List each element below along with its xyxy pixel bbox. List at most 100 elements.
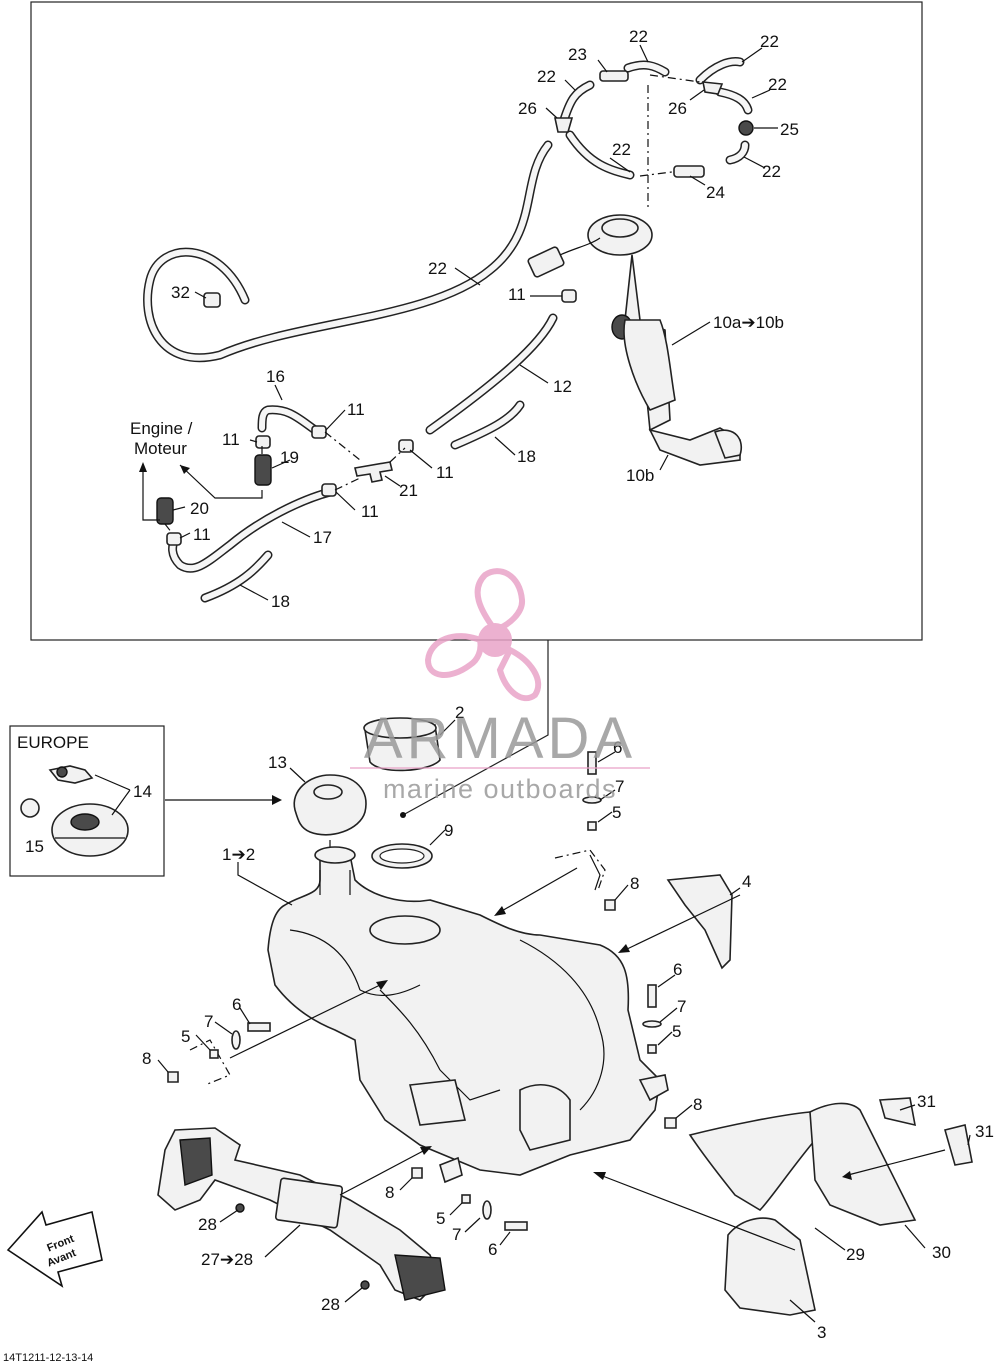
callout-labels: 22 22 2 3 22 22 26 26 25 22 22 24 22 32 1… bbox=[3, 27, 994, 1364]
washer-7d bbox=[482, 1200, 492, 1220]
bolt-6c bbox=[247, 1022, 271, 1032]
callout-20: 20 bbox=[190, 499, 209, 518]
clamp-11e bbox=[321, 483, 337, 497]
callout-14: 14 bbox=[133, 782, 152, 801]
hardware-right bbox=[642, 984, 677, 1129]
tee-connector-21 bbox=[354, 461, 393, 483]
callout-28b: 28 bbox=[321, 1295, 340, 1314]
check-valve-24 bbox=[673, 165, 705, 178]
callout-8d: 8 bbox=[385, 1183, 394, 1202]
callout-26b: 26 bbox=[668, 99, 687, 118]
tee-fitting-26b bbox=[702, 81, 724, 95]
nut-8b bbox=[664, 1117, 677, 1129]
callout-8c: 8 bbox=[142, 1049, 151, 1068]
armada-watermark: ARMADA marine outboards bbox=[350, 568, 650, 804]
bolt-6a bbox=[587, 751, 597, 775]
callout-18a: 18 bbox=[517, 447, 536, 466]
protective-cover-3 bbox=[724, 1217, 816, 1316]
gasket-9 bbox=[371, 843, 433, 869]
callout-22b: 22 bbox=[760, 32, 779, 51]
callout-22e: 22 bbox=[612, 140, 631, 159]
washer-7b bbox=[642, 1020, 662, 1028]
callout-6b: 6 bbox=[673, 960, 682, 979]
electrical-connector bbox=[527, 246, 565, 278]
callout-5b: 5 bbox=[672, 1022, 681, 1041]
lock-ring-2 bbox=[363, 717, 441, 772]
callout-31a: 31 bbox=[917, 1092, 936, 1111]
bolt-6d bbox=[504, 1221, 528, 1231]
engine-label-line2: Moteur bbox=[134, 439, 187, 458]
callout-6d: 6 bbox=[488, 1240, 497, 1259]
callout-8a: 8 bbox=[630, 874, 639, 893]
callout-11c: 11 bbox=[436, 463, 454, 482]
propeller-logo bbox=[424, 568, 542, 702]
callout-21: 21 bbox=[399, 481, 418, 500]
heat-shield-4 bbox=[666, 874, 733, 970]
callout-22g: 22 bbox=[428, 259, 447, 278]
hardware-left bbox=[167, 980, 388, 1086]
skid-plate-30 bbox=[809, 1102, 917, 1226]
callout-27-28: 27➔28 bbox=[201, 1250, 253, 1269]
supply-hose-assembly bbox=[156, 289, 577, 603]
support-bracket-27 bbox=[157, 1127, 446, 1301]
callout-11d: 11 bbox=[222, 430, 240, 449]
clamp-32 bbox=[203, 292, 221, 308]
callout-2: 2 bbox=[455, 703, 464, 722]
watermark-tagline: marine outboards bbox=[383, 774, 617, 804]
callout-25: 25 bbox=[780, 120, 799, 139]
callout-6a: 6 bbox=[613, 738, 622, 757]
callout-4: 4 bbox=[742, 872, 751, 891]
tee-fitting-26 bbox=[554, 117, 574, 133]
nut-28b bbox=[360, 1280, 370, 1290]
clamp-11a bbox=[561, 289, 577, 303]
callout-22f: 22 bbox=[762, 162, 781, 181]
europe-label: EUROPE bbox=[17, 733, 89, 752]
bolt-6b bbox=[647, 984, 657, 1008]
callout-15: 15 bbox=[25, 837, 44, 856]
callout-11b: 11 bbox=[347, 400, 365, 419]
pad-31b bbox=[944, 1124, 973, 1166]
callout-19: 19 bbox=[280, 448, 299, 467]
engine-label-line1: Engine / bbox=[130, 419, 193, 438]
clamp-11c bbox=[398, 439, 414, 453]
callout-11e: 11 bbox=[361, 502, 379, 521]
callout-28a: 28 bbox=[198, 1215, 217, 1234]
quick-connector-19 bbox=[254, 454, 272, 486]
spacer-5a bbox=[587, 821, 597, 831]
callout-32: 32 bbox=[171, 283, 190, 302]
callout-leaders bbox=[157, 44, 971, 1323]
callout-31b: 31 bbox=[975, 1122, 994, 1141]
nut-8c bbox=[167, 1071, 179, 1083]
drawing-reference-code: 14T1211-12-13-14 bbox=[3, 1352, 93, 1364]
fuel-tank-1 bbox=[267, 846, 669, 1176]
callout-18b: 18 bbox=[271, 592, 290, 611]
skid-plate-29 bbox=[688, 1111, 816, 1212]
fuel-pump-module bbox=[527, 214, 742, 466]
callout-1-2: 1➔2 bbox=[222, 845, 255, 864]
rollover-valve-25 bbox=[738, 120, 754, 136]
callout-8b: 8 bbox=[693, 1095, 702, 1114]
spacer-5c bbox=[209, 1049, 219, 1059]
callout-16: 16 bbox=[266, 367, 285, 386]
europe-inset bbox=[9, 725, 282, 877]
callout-7d: 7 bbox=[452, 1225, 461, 1244]
callout-11a: 11 bbox=[508, 285, 526, 304]
callout-26a: 26 bbox=[518, 99, 537, 118]
callout-7b: 7 bbox=[677, 997, 686, 1016]
callout-11f: 11 bbox=[193, 525, 211, 544]
callout-22a: 22 bbox=[629, 27, 648, 46]
callout-5c: 5 bbox=[181, 1027, 190, 1046]
spacer-5d bbox=[461, 1194, 471, 1204]
callout-24: 24 bbox=[706, 183, 725, 202]
hardware-bottom bbox=[411, 1156, 528, 1231]
callout-17: 17 bbox=[313, 528, 332, 547]
callout-5a: 5 bbox=[612, 803, 621, 822]
nut-8d bbox=[411, 1167, 423, 1179]
nut-8a bbox=[604, 899, 616, 911]
callout-22d: 22 bbox=[768, 75, 787, 94]
callout-22c: 22 bbox=[537, 67, 556, 86]
clamp-11b bbox=[311, 425, 327, 439]
callout-29: 29 bbox=[846, 1245, 865, 1264]
callout-3: 3 bbox=[817, 1323, 826, 1342]
